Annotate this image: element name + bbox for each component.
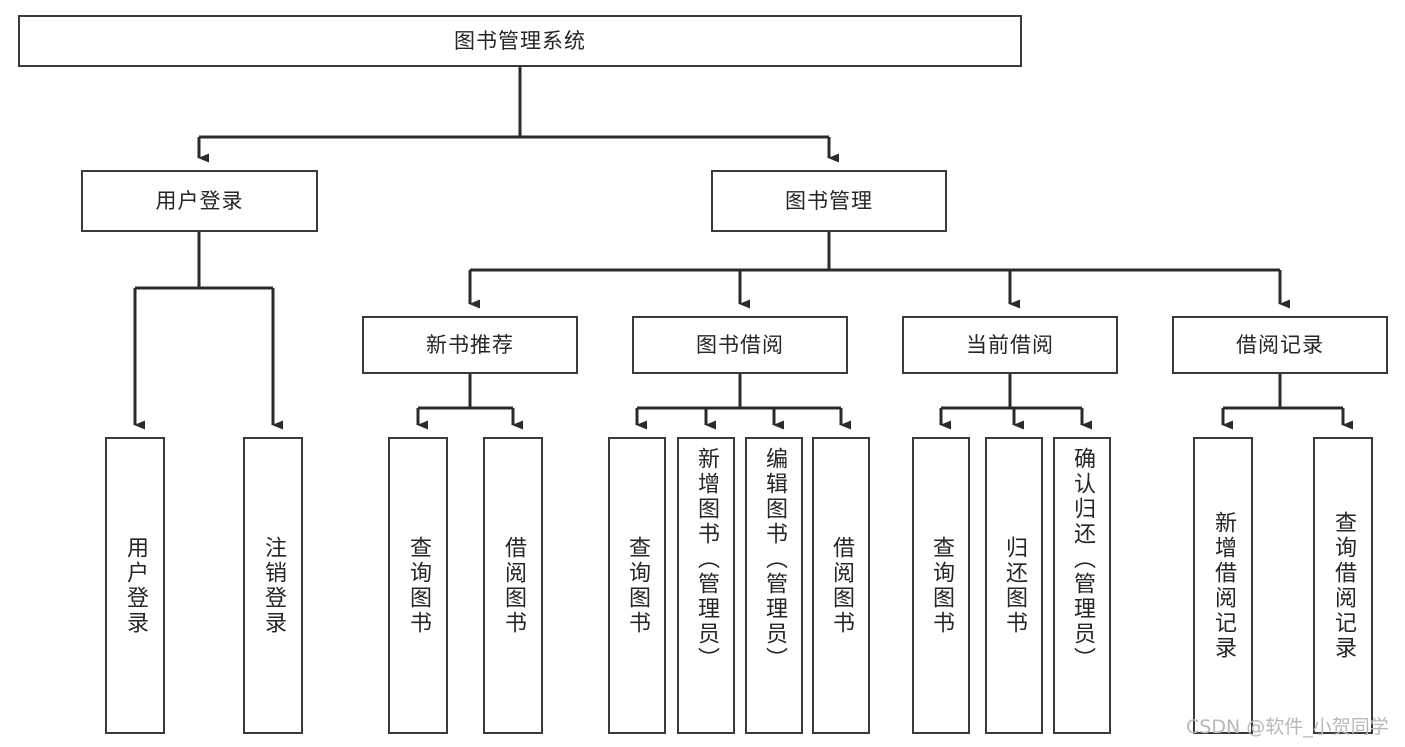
node-leaf-borrow-borrow-book-label: 借阅图书 [829, 535, 854, 636]
node-borrow-record-label: 借阅记录 [1236, 332, 1324, 357]
node-leaf-current-query-book[interactable]: 查询图书 [912, 437, 970, 734]
node-leaf-current-query-book-label: 查询图书 [929, 535, 954, 636]
node-leaf-current-confirm-return-label: 确认归还（管理员） [1070, 447, 1095, 672]
node-leaf-user-logout[interactable]: 注销登录 [243, 437, 303, 734]
node-leaf-rec-borrow-book[interactable]: 借阅图书 [483, 437, 543, 734]
node-leaf-record-add-label: 新增借阅记录 [1211, 510, 1236, 661]
node-book-borrow[interactable]: 图书借阅 [632, 316, 848, 374]
node-leaf-borrow-add-book[interactable]: 新增图书（管理员） [677, 437, 735, 734]
node-leaf-user-login-label: 用户登录 [123, 535, 148, 636]
node-root-label: 图书管理系统 [454, 28, 586, 53]
node-leaf-borrow-query-book-label: 查询图书 [625, 535, 650, 636]
node-borrow-record[interactable]: 借阅记录 [1172, 316, 1388, 374]
node-user-login-label: 用户登录 [155, 188, 244, 213]
node-book-borrow-label: 图书借阅 [696, 332, 784, 357]
node-leaf-current-return-book[interactable]: 归还图书 [985, 437, 1043, 734]
node-leaf-rec-query-book-label: 查询图书 [406, 535, 431, 636]
watermark-text: CSDN @软件_小贺同学 [1186, 716, 1389, 738]
node-root[interactable]: 图书管理系统 [18, 15, 1022, 67]
node-leaf-borrow-edit-book-label: 编辑图书（管理员） [762, 447, 787, 672]
node-leaf-borrow-add-book-label: 新增图书（管理员） [694, 447, 719, 672]
node-leaf-borrow-query-book[interactable]: 查询图书 [608, 437, 666, 734]
node-leaf-user-logout-label: 注销登录 [261, 535, 286, 636]
node-leaf-rec-query-book[interactable]: 查询图书 [388, 437, 448, 734]
node-current-borrow[interactable]: 当前借阅 [902, 316, 1118, 374]
node-leaf-user-login[interactable]: 用户登录 [105, 437, 165, 734]
node-leaf-borrow-borrow-book[interactable]: 借阅图书 [812, 437, 870, 734]
node-new-book-rec-label: 新书推荐 [426, 332, 514, 357]
node-leaf-record-query[interactable]: 查询借阅记录 [1313, 437, 1373, 734]
node-book-manage[interactable]: 图书管理 [711, 170, 947, 232]
node-leaf-current-confirm-return[interactable]: 确认归还（管理员） [1053, 437, 1111, 734]
node-new-book-rec[interactable]: 新书推荐 [362, 316, 578, 374]
node-leaf-record-query-label: 查询借阅记录 [1331, 510, 1356, 661]
node-leaf-record-add[interactable]: 新增借阅记录 [1193, 437, 1253, 734]
node-leaf-borrow-edit-book[interactable]: 编辑图书（管理员） [745, 437, 803, 734]
node-book-manage-label: 图书管理 [785, 188, 873, 213]
node-current-borrow-label: 当前借阅 [966, 332, 1054, 357]
node-leaf-rec-borrow-book-label: 借阅图书 [501, 535, 526, 636]
node-user-login[interactable]: 用户登录 [81, 170, 318, 232]
node-leaf-current-return-book-label: 归还图书 [1002, 535, 1027, 636]
